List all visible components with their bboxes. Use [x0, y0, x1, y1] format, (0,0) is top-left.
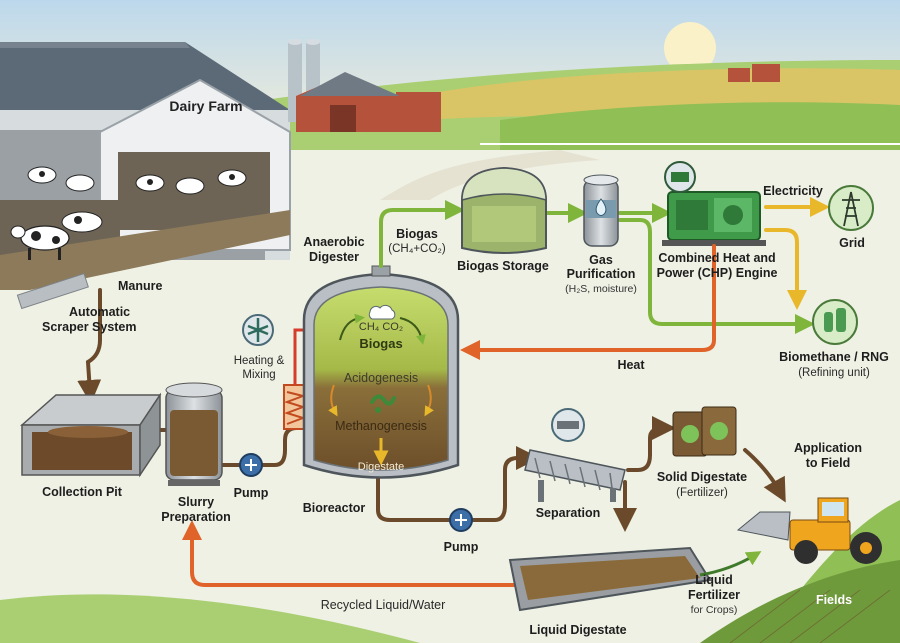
label-grid: Grid	[839, 236, 865, 250]
label-heating-1: Heating &	[234, 355, 285, 367]
label-chp-1: Combined Heat and	[658, 251, 775, 265]
methanogenesis-label: Methanogenesis	[335, 419, 427, 433]
gas-cloud-icon	[368, 304, 396, 320]
label-separation: Separation	[536, 506, 601, 520]
label-scraper-1: Automatic	[69, 305, 130, 319]
label-heating-2: Mixing	[242, 369, 275, 381]
label-biogas-formula: (CH₄+CO₂)	[388, 243, 446, 255]
label-solid-digestate: Solid Digestate	[657, 470, 747, 484]
liquid-fertilizer-arrow	[699, 551, 762, 577]
background-barn	[288, 39, 780, 132]
biogas-storage-tank	[461, 166, 547, 254]
slurry-preparation-tank	[165, 382, 223, 486]
tractor-icon	[736, 497, 882, 564]
label-fields: Fields	[816, 593, 852, 607]
biogas-flow-lines	[379, 200, 815, 334]
label-collection-pit: Collection Pit	[42, 485, 123, 499]
generator-gear-icon	[664, 161, 696, 193]
liquid-digestate-lagoon	[508, 546, 712, 612]
label-manure: Manure	[118, 279, 163, 293]
bacteria-icon	[370, 394, 396, 413]
cow-icon	[10, 166, 247, 260]
process-cycle-arrows	[328, 313, 434, 466]
label-scraper-2: Scraper System	[42, 320, 137, 334]
label-liquid-fertilizer-2: Fertilizer	[688, 588, 740, 602]
fertilizer-bag-icon	[672, 406, 737, 457]
chp-engine	[662, 191, 766, 246]
label-solid-digestate-sub: (Fertilizer)	[676, 487, 728, 499]
pump-1	[239, 453, 263, 477]
label-biogas: Biogas	[396, 227, 438, 241]
label-liquid-digestate: Liquid Digestate	[529, 623, 626, 637]
label-biogas-storage: Biogas Storage	[457, 259, 549, 273]
label-heat: Heat	[617, 358, 645, 372]
label-pump-1: Pump	[234, 486, 269, 500]
field-furrows	[729, 589, 891, 643]
digestate-inner-label: Digestate	[358, 461, 404, 473]
label-digester-2: Digester	[309, 250, 359, 264]
label-dairy-farm: Dairy Farm	[169, 98, 242, 114]
collection-pit	[20, 392, 162, 478]
manure-flow-lines	[77, 288, 786, 532]
separator-gear-icon	[551, 408, 585, 442]
label-slurry-1: Slurry	[178, 495, 214, 509]
pylon-icon	[828, 185, 874, 231]
label-purification-sub: (H₂S, moisture)	[565, 283, 637, 295]
label-digester-1: Anaerobic	[303, 235, 364, 249]
label-application-2: to Field	[806, 456, 850, 470]
mixer-gear-icon	[242, 314, 274, 346]
label-bioreactor: Bioreactor	[303, 501, 366, 515]
inner-biogas-label: Biogas	[359, 336, 402, 351]
label-pump-2: Pump	[444, 540, 479, 554]
acidogenesis-label: Acidogenesis	[344, 371, 418, 385]
biomethane-refining-icon	[812, 299, 858, 345]
label-chp-2: Power (CHP) Engine	[657, 266, 778, 280]
droplet-icon	[595, 198, 607, 216]
label-slurry-2: Preparation	[161, 510, 230, 524]
label-purification-2: Purification	[567, 267, 636, 281]
electricity-flow-lines	[764, 197, 830, 310]
label-biomethane-sub: (Refining unit)	[798, 367, 870, 379]
label-biomethane: Biomethane / RNG	[779, 350, 889, 364]
heat-flow-lines	[182, 244, 716, 587]
label-application-1: Application	[794, 441, 862, 455]
label-purification-1: Gas	[589, 253, 613, 267]
separation-unit	[524, 449, 626, 502]
label-liquid-fertilizer-sub: for Crops)	[691, 604, 738, 616]
anaerobic-digester-tank	[302, 265, 460, 479]
label-electricity: Electricity	[763, 184, 823, 198]
label-liquid-fertilizer-1: Liquid	[695, 573, 733, 587]
inner-gas-formula: CH₄ CO₂	[359, 321, 403, 333]
label-recycled: Recycled Liquid/Water	[321, 598, 446, 612]
pump-2	[449, 508, 473, 532]
